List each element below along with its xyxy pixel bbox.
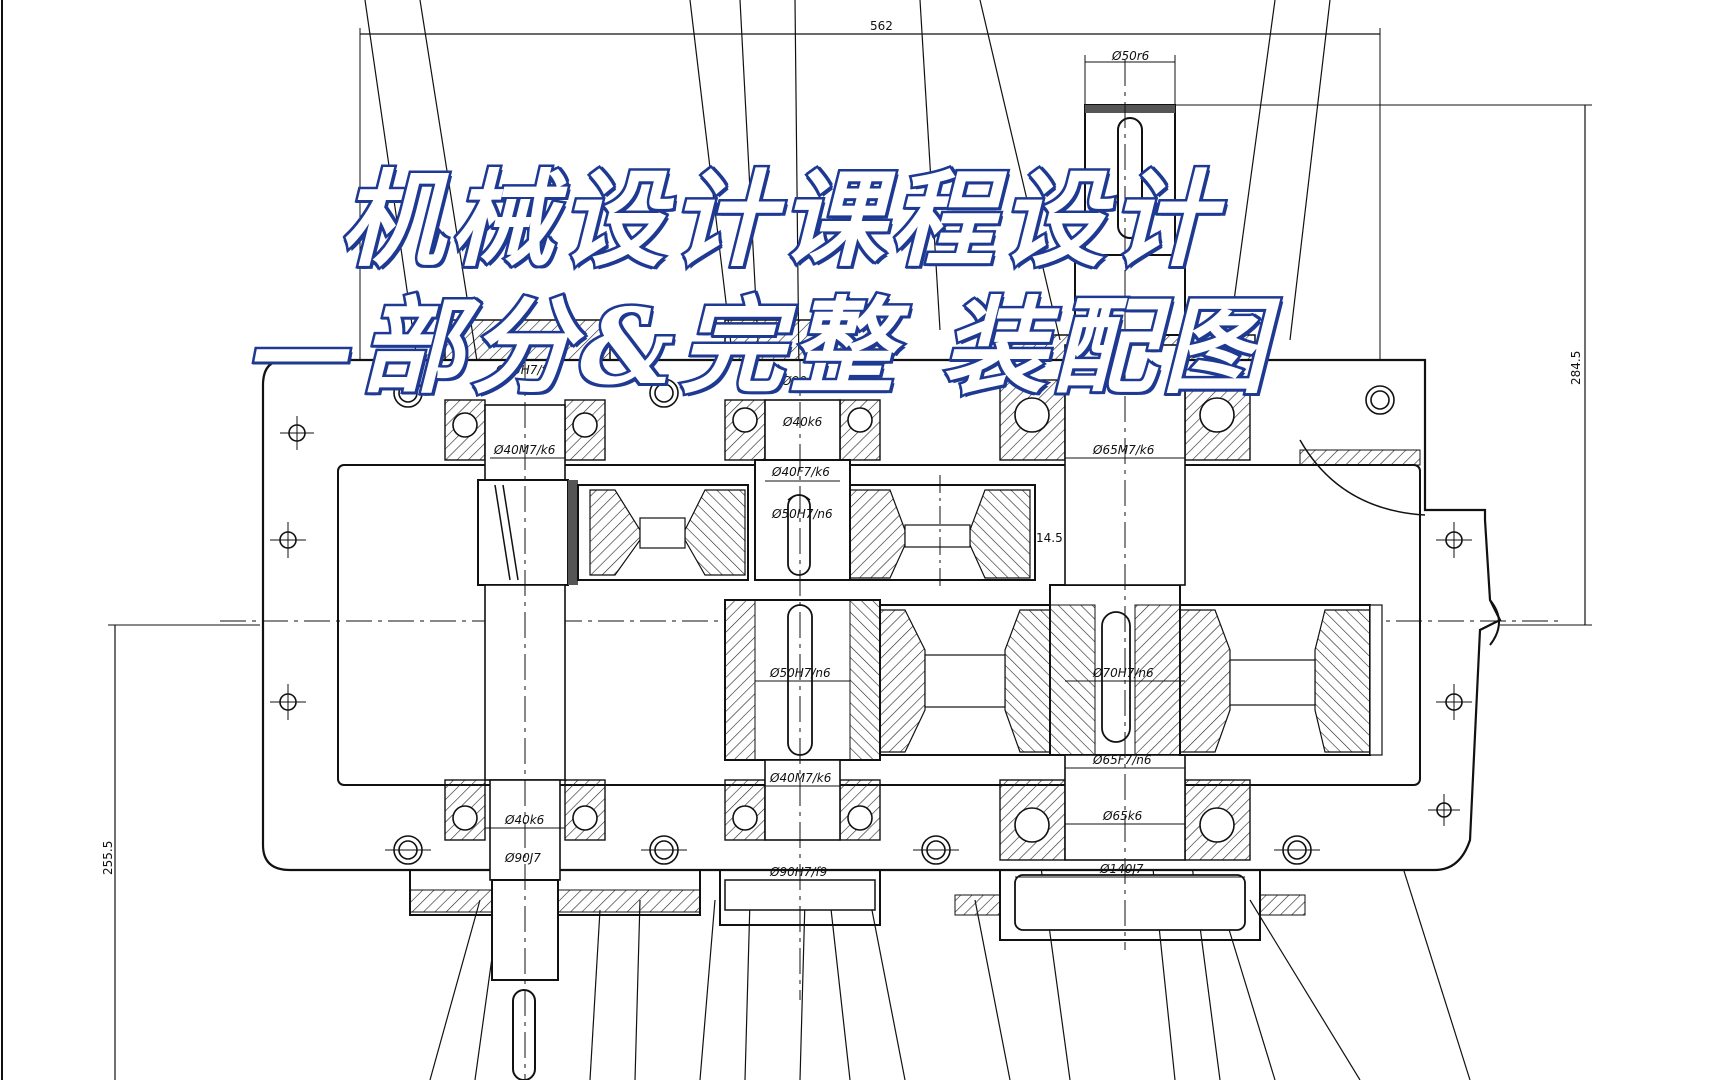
dimension-left: 255.5 (101, 624, 260, 1080)
dim-height-left: 255.5 (101, 841, 115, 875)
fit-label-8: Ø50H7/n6 (769, 666, 831, 680)
fit-label-10: Ø65F7/n6 (1092, 753, 1152, 767)
gear-upper-mid (849, 475, 1036, 590)
title-line-1: 机械设计课程设计 (337, 156, 1221, 284)
title-line-2: —部分&完整 装配图 (247, 283, 1273, 411)
fit-label-4: Ø40M7/k6 (493, 443, 556, 457)
gear-upper-left (577, 484, 749, 581)
dim-gap: 14.5 (1036, 531, 1063, 545)
gear-lower-right (1179, 604, 1383, 756)
fit-label-5: Ø40F7/k6 (771, 465, 830, 479)
fit-label-3: Ø40k6 (782, 415, 823, 429)
dimension-overall: 562 (359, 19, 1381, 420)
fit-label-7: Ø65M7/k6 (1092, 443, 1155, 457)
fit-out-shaft: Ø50r6 (1111, 49, 1150, 63)
fit-label-9: Ø70H7/n6 (1092, 666, 1154, 680)
leader-lines-top (364, 0, 1331, 471)
output-shaft-top: Ø50r6 (1074, 49, 1186, 336)
input-shaft (477, 360, 578, 1080)
fit-label-14: Ø90J7 (504, 851, 541, 865)
fit-label-2: Ø90 (781, 374, 807, 388)
bolt-crosshairs (270, 416, 1472, 851)
dim-overall-width: 562 (870, 19, 893, 33)
bearings (444, 379, 1251, 861)
fit-labels: Ø90H7/f9 Ø90 Ø40k6 Ø40M7/k6 Ø40F7/k6 Ø50… (485, 363, 1245, 881)
output-shaft-gear (1049, 60, 1186, 950)
fit-label-16: Ø140J7 (1099, 862, 1144, 876)
fit-label-12: Ø40k6 (504, 813, 545, 827)
fit-label-6: Ø50H7/n6 (771, 507, 833, 521)
dimension-right: 284.5 (1100, 104, 1592, 626)
fit-label-1: Ø90H7/f9 (495, 363, 553, 377)
fit-label-13: Ø65k6 (1102, 809, 1143, 823)
intermediate-shaft (724, 360, 881, 1000)
dim-height-right: 284.5 (1569, 351, 1583, 385)
gear-lower-mid (879, 604, 1051, 756)
fit-label-11: Ø40M7/k6 (769, 771, 832, 785)
fit-label-15: Ø90H7/f9 (769, 865, 827, 879)
